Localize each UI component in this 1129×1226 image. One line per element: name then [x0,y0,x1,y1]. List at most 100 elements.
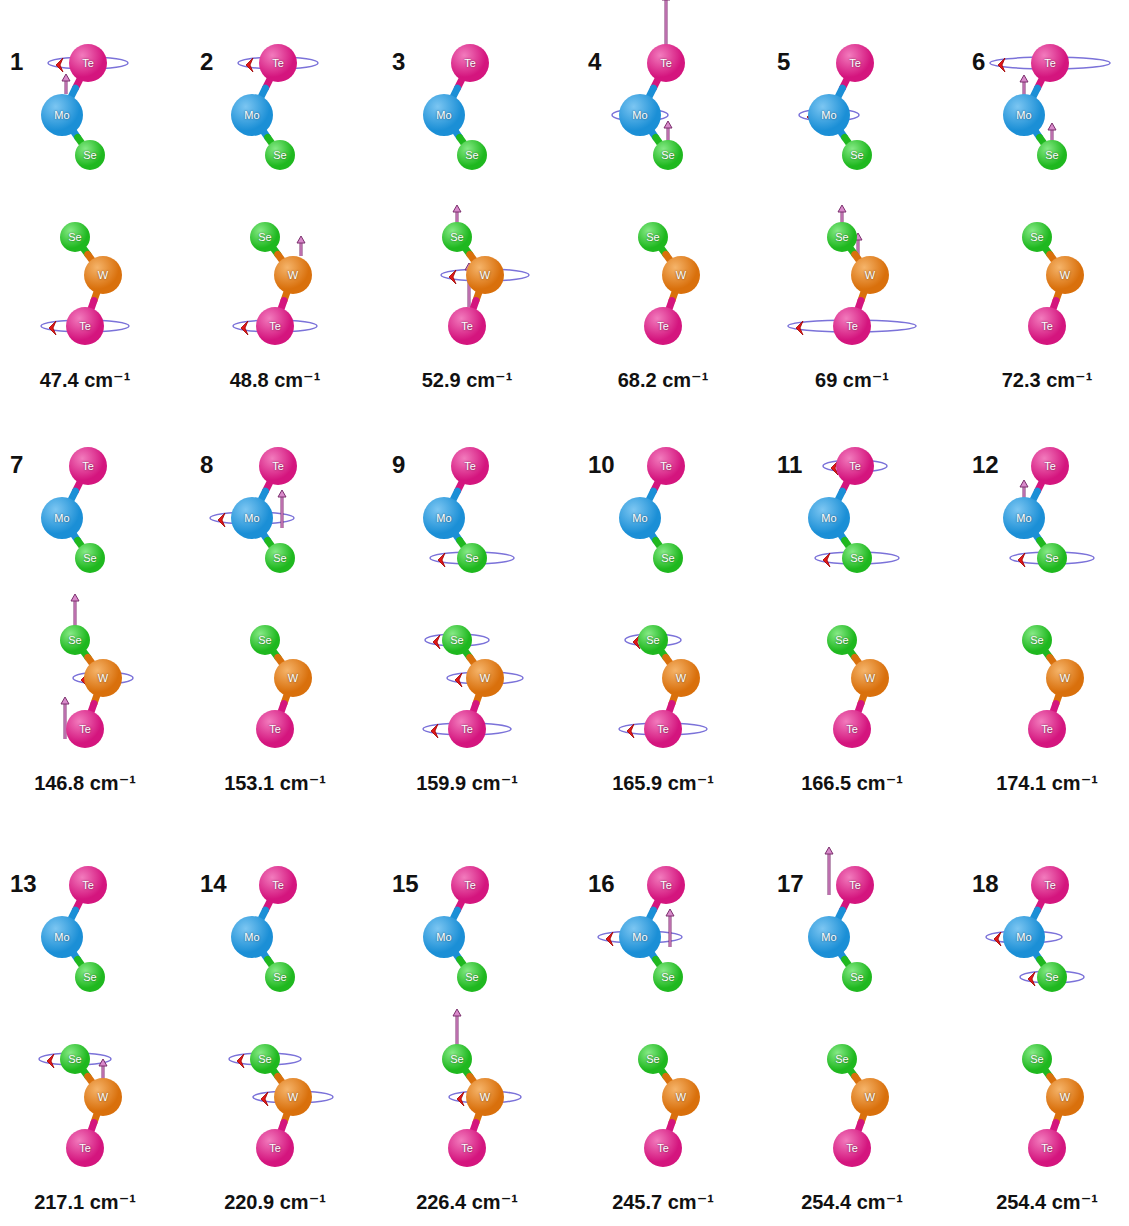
atom-symbol: Se [850,149,863,161]
atom-sphere: Te [256,1129,294,1167]
bond [669,291,676,310]
frequency-label: 174.1 cm⁻¹ [996,771,1098,795]
rotation-arrowhead [823,553,830,567]
atom-symbol: Se [273,971,286,983]
atom-sphere: Te [647,447,685,485]
atom-sphere: Mo [41,916,83,958]
atom-sphere: Se [827,1044,857,1074]
atom-sphere: Mo [423,916,465,958]
atom-sphere: Te [644,307,682,345]
displacement-shaft [667,127,668,141]
frequency-label: 69 cm⁻¹ [815,368,889,392]
atom-sphere: Mo [808,94,850,136]
displacement-arrowhead [1020,75,1028,82]
atom-sphere: W [274,256,312,294]
atom-sphere: Te [259,447,297,485]
frequency-label: 47.4 cm⁻¹ [40,368,131,392]
atom-sphere: W [662,256,700,294]
atom-symbol: Te [846,723,858,735]
displacement-shaft [665,0,668,45]
atom-sphere: Mo [231,916,273,958]
atom-symbol: Se [465,149,478,161]
displacement-shaft [64,703,65,739]
atom-symbol: Mo [436,512,451,524]
rotation-arrowhead [433,635,440,649]
atom-sphere: Mo [1003,94,1045,136]
displacement-shaft [300,242,303,256]
displacement-arrowhead [825,847,833,854]
rotation-arrowhead [457,1092,464,1106]
atom-symbol: Mo [632,512,647,524]
atom-sphere: Se [1022,222,1052,252]
bond [648,78,658,98]
atom-symbol: W [1060,672,1070,684]
rotation-arrowhead [998,58,1005,72]
atom-sphere: Mo [231,94,273,136]
atom-symbol: Mo [244,512,259,524]
atom-symbol: Te [849,879,861,891]
atom-sphere: Te [1031,866,1069,904]
panel-number: 7 [10,451,23,479]
atom-sphere: Se [653,962,683,992]
atom-sphere: Mo [619,497,661,539]
displacement-shaft [669,915,670,947]
atom-symbol: Se [1045,971,1058,983]
rotation-arrowhead [56,58,63,72]
atom-symbol: W [480,269,490,281]
atom-sphere: Se [842,962,872,992]
atom-sphere: Se [457,962,487,992]
atom-symbol: W [865,672,875,684]
atom-symbol: Te [660,879,672,891]
frequency-label: 153.1 cm⁻¹ [224,771,326,795]
atom-symbol: Te [1041,723,1053,735]
atom-sphere: Te [1031,44,1069,82]
atom-sphere: W [274,659,312,697]
atom-symbol: Se [850,552,863,564]
bond [70,481,80,501]
frequency-label: 245.7 cm⁻¹ [612,1190,714,1214]
atom-symbol: Se [1030,231,1043,243]
rotation-arrowhead [241,321,248,335]
panel-number: 8 [200,451,213,479]
rotation-arrowhead [1018,553,1025,567]
atom-sphere: Mo [423,94,465,136]
bond [858,291,865,310]
atom-sphere: W [851,1078,889,1116]
atom-symbol: Se [835,1053,848,1065]
atom-symbol: Se [1045,552,1058,564]
atom-sphere: W [466,659,504,697]
atom-symbol: Se [1030,634,1043,646]
atom-symbol: Te [82,460,94,472]
bond [1032,481,1042,501]
displacement-arrowhead [453,1009,461,1016]
displacement-shaft [828,853,831,895]
displacement-shaft [1023,81,1026,95]
rotation-arrowhead [237,1054,244,1068]
atom-symbol: Se [68,1053,81,1065]
bond [837,900,847,920]
atom-sphere: W [1046,1078,1084,1116]
displacement-shaft [1023,81,1024,95]
atom-sphere: W [851,256,889,294]
atom-sphere: Se [1037,962,1067,992]
atom-symbol: Te [657,320,669,332]
atom-sphere: W [851,659,889,697]
atom-symbol: Mo [244,109,259,121]
panel-number: 13 [10,870,37,898]
atom-sphere: W [1046,659,1084,697]
displacement-shaft [828,853,829,895]
displacement-shaft [65,80,68,94]
frequency-label: 226.4 cm⁻¹ [416,1190,518,1214]
atom-symbol: Se [465,971,478,983]
atom-sphere: Te [448,710,486,748]
atom-symbol: Se [1045,149,1058,161]
panel-number: 3 [392,48,405,76]
atom-symbol: Se [646,634,659,646]
atom-sphere: Te [66,1129,104,1167]
atom-symbol: Te [82,57,94,69]
bond [648,481,658,501]
frequency-label: 254.4 cm⁻¹ [996,1190,1098,1214]
panel-number: 4 [588,48,601,76]
bond [858,1113,865,1132]
panel-number: 10 [588,451,615,479]
